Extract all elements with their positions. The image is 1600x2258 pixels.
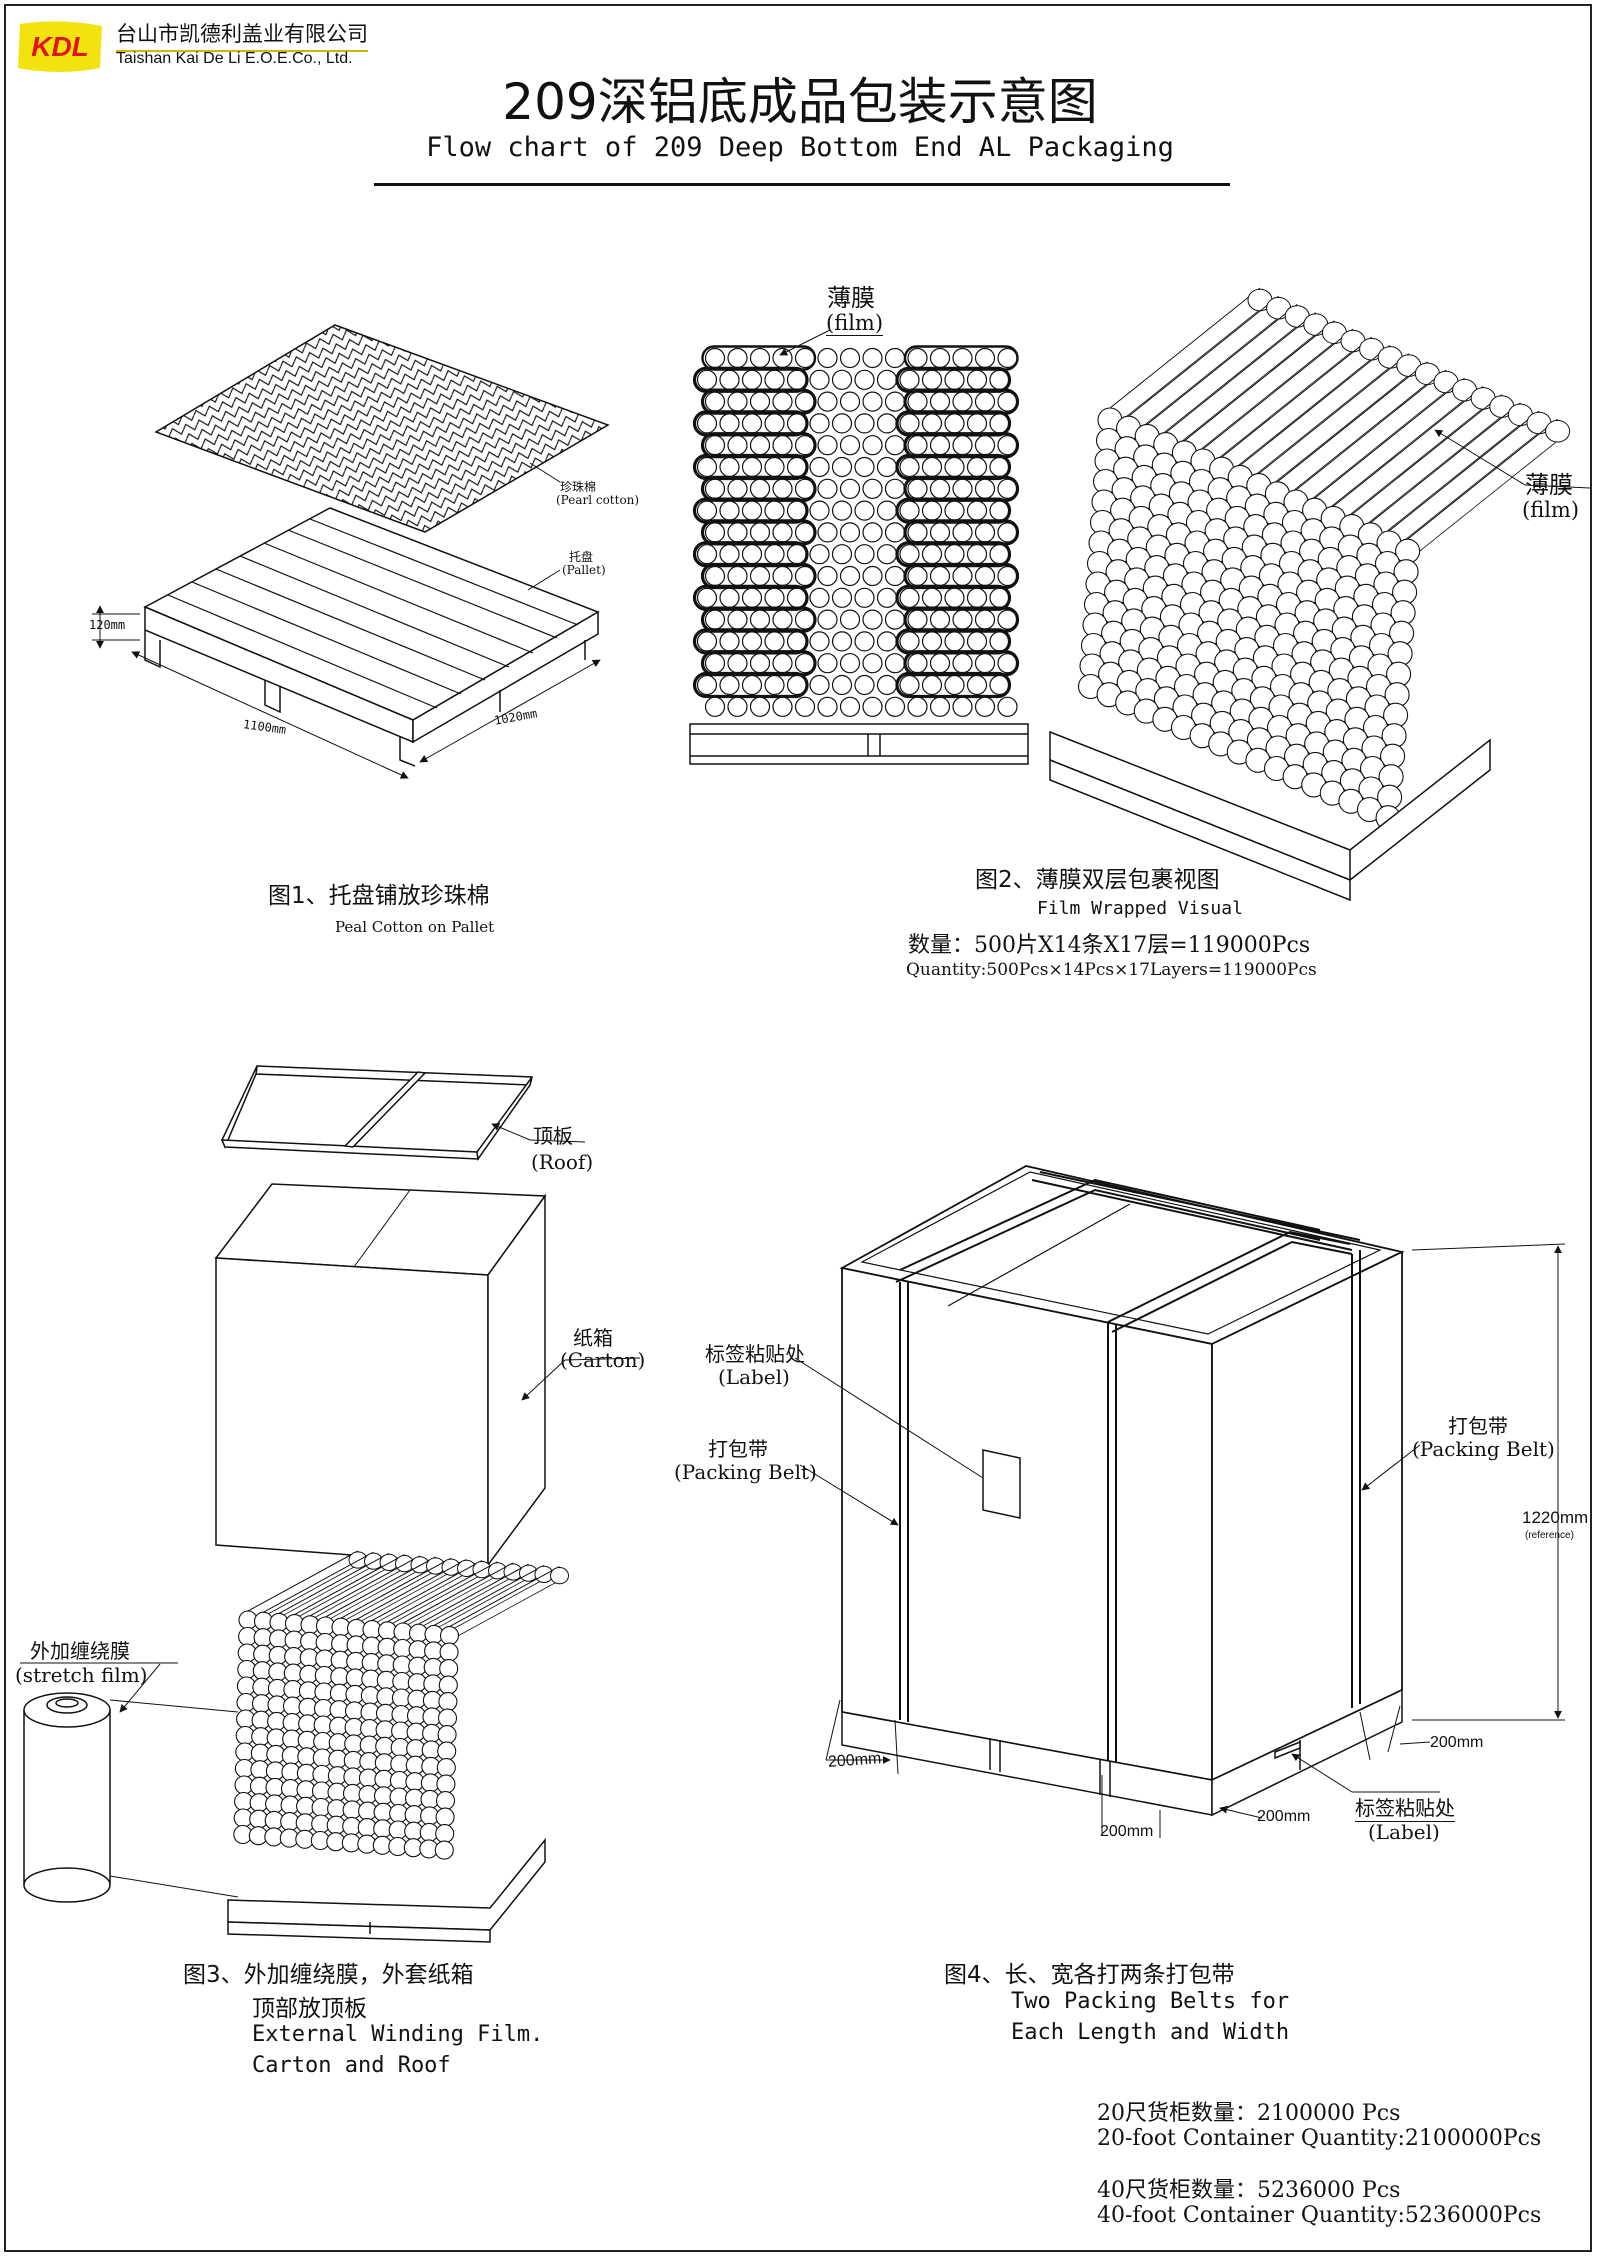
- height-dimension-note: (reference): [1525, 1530, 1574, 1541]
- pallet-fig1: [143, 507, 600, 767]
- carton-box: [214, 1183, 547, 1568]
- finished-carton-fig4: [839, 1165, 1405, 1782]
- dim-200-bottom1: 200mm: [1100, 1823, 1154, 1840]
- fig4-caption-cn: 图4、长、宽各打两条打包带: [944, 1962, 1235, 1988]
- dim-200-left: 200mm: [827, 1750, 882, 1771]
- fig2-quantity-cn: 数量：500片X14条X17层=119000Pcs: [908, 933, 1311, 958]
- pallet-fig2-iso: [1049, 730, 1491, 902]
- pearl-cotton-sheet: [154, 324, 610, 533]
- film-label-en: (film): [826, 311, 884, 336]
- container-20ft-en: 20-foot Container Quantity:2100000Pcs: [1097, 2126, 1542, 2151]
- stretch-film-label-cn: 外加缠绕膜: [30, 1639, 130, 1663]
- film-label-cn: 薄膜: [827, 284, 875, 312]
- belt-right-en: (Packing Belt): [1412, 1437, 1555, 1461]
- pearl-cotton-label-en: (Pearl cotton): [556, 493, 640, 507]
- roof-board: [220, 1065, 533, 1161]
- carton-label-en: (Carton): [560, 1348, 646, 1372]
- label-patch: [982, 1449, 1301, 1760]
- fig2-caption-cn: 图2、薄膜双层包裹视图: [975, 867, 1220, 893]
- fig3-caption-line2: 顶部放顶板: [252, 1996, 367, 2022]
- svg-text:KDL: KDL: [31, 31, 89, 62]
- belt-left-cn: 打包带: [708, 1437, 768, 1461]
- kdl-logo: KDL: [18, 21, 102, 72]
- dim-200-right: 200mm: [1430, 1734, 1484, 1751]
- fig3-caption-line1: 图3、外加缠绕膜，外套纸箱: [183, 1962, 474, 1988]
- pallet-label-en: (Pallet): [562, 563, 606, 577]
- roof-label-cn: 顶板: [533, 1124, 573, 1148]
- fig1-dimension-lines: [92, 462, 601, 779]
- stretch-film-roll: [23, 1692, 111, 1903]
- label-area2-cn: 标签粘贴处: [1355, 1792, 1455, 1822]
- height-dimension: 1220mm: [1522, 1508, 1589, 1527]
- page-title-cn: 209深铝底成品包装示意图: [502, 73, 1098, 131]
- label-area2-en: (Label): [1368, 1820, 1440, 1844]
- pallet-fig2: [689, 723, 1029, 765]
- fig4-caption-en1: Two Packing Belts for: [1011, 1989, 1290, 2014]
- dim-height: 120mm: [89, 618, 126, 632]
- fig3-caption-line3: External Winding Film.: [252, 2022, 544, 2047]
- film-label2-en: (film): [1522, 498, 1580, 522]
- film-label2-cn: 薄膜: [1525, 471, 1573, 499]
- fig2-caption-en: Film Wrapped Visual: [1037, 898, 1243, 919]
- film-wrapped-front-view: [692, 345, 1020, 717]
- fig4-leaders: [794, 1243, 1566, 1838]
- pallet-fig3: [227, 1837, 546, 1943]
- fig2-quantity-en: Quantity:500Pcs×14Pcs×17Layers=119000Pcs: [906, 960, 1317, 980]
- film-leader-1: [779, 329, 831, 356]
- pearl-cotton-label-cn: 珍珠棉: [560, 480, 597, 494]
- company-name-en: Taishan Kai De Li E.O.E.Co., Ltd.: [116, 50, 353, 67]
- fig1-caption-en: Peal Cotton on Pallet: [335, 918, 495, 936]
- carton-label-cn: 纸箱: [573, 1326, 613, 1350]
- packing-belts: [895, 1171, 1361, 1772]
- company-name-cn: 台山市凯德利盖业有限公司: [116, 18, 368, 52]
- film-wrapped-iso-view: [1077, 287, 1571, 831]
- roof-label-en: (Roof): [531, 1150, 594, 1174]
- container-20ft-cn: 20尺货柜数量：2100000 Pcs: [1097, 2101, 1401, 2126]
- fig1-caption-cn: 图1、托盘铺放珍珠棉: [268, 883, 490, 909]
- label-area-cn: 标签粘贴处: [705, 1342, 805, 1366]
- container-40ft-cn: 40尺货柜数量：5236000 Pcs: [1097, 2178, 1401, 2203]
- page-frame: [4, 4, 1592, 2252]
- page-title-en: Flow chart of 209 Deep Bottom End AL Pac…: [426, 132, 1174, 163]
- container-40ft-en: 40-foot Container Quantity:5236000Pcs: [1097, 2203, 1542, 2228]
- film-leader-2: [1434, 429, 1591, 489]
- title-underline: [374, 183, 1230, 186]
- stretch-film-label-en: (stretch film): [15, 1663, 148, 1687]
- pallet-label-cn: 托盘: [569, 550, 594, 564]
- stretch-film-leaders: [20, 1662, 239, 1898]
- belt-left-en: (Packing Belt): [674, 1460, 817, 1484]
- belt-right-cn: 打包带: [1448, 1414, 1508, 1438]
- stack-with-film: [233, 1550, 569, 1860]
- fig4-caption-en2: Each Length and Width: [1011, 2020, 1290, 2045]
- label-area-en: (Label): [718, 1365, 790, 1389]
- fig3-caption-line4: Carton and Roof: [252, 2053, 451, 2078]
- fig4-pallet: [841, 1688, 1403, 1817]
- dim-200-bottom2: 200mm: [1257, 1808, 1311, 1825]
